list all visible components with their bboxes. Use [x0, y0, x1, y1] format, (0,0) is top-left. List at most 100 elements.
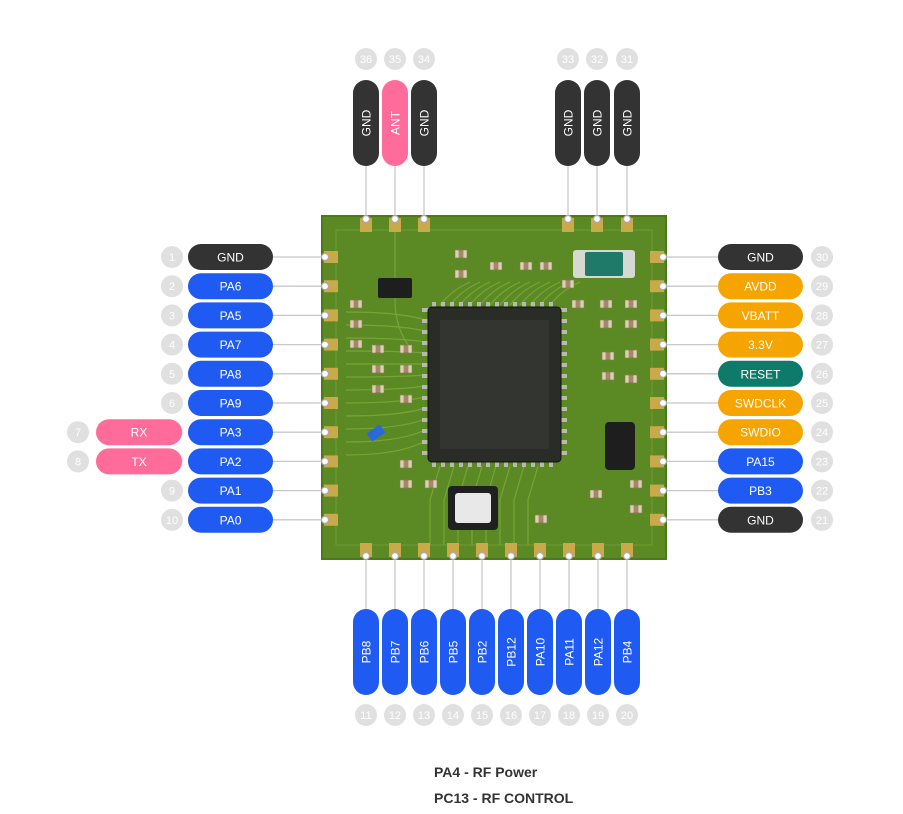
pin-25-number-badge	[811, 392, 833, 414]
pin-7-alt-number: 7	[75, 427, 81, 439]
pin-20-pill	[614, 609, 640, 695]
pin-9-number-badge	[161, 479, 183, 502]
pin-6-label: PA9	[220, 397, 242, 411]
pin-27-number-badge	[811, 333, 833, 356]
pin-1-number: 1	[169, 252, 175, 264]
pin-34: GND 34	[411, 48, 437, 224]
pin-28-number: 28	[816, 310, 828, 322]
pin-24-pill	[718, 419, 803, 446]
pin-27-pill	[718, 331, 803, 358]
pin-4: PA7 4	[161, 331, 330, 358]
pin-26-label: RESET	[740, 367, 781, 381]
pin-33: GND 33	[555, 48, 581, 224]
pin-18-number-badge	[558, 704, 580, 726]
pin-26: RESET 26	[658, 360, 833, 387]
pin-32-number-badge	[586, 48, 608, 70]
pin-36-number-badge	[355, 48, 377, 70]
pin-19-number: 19	[592, 710, 604, 722]
pin-34-number-badge	[413, 48, 435, 70]
pin-8-pill	[188, 448, 273, 475]
pin-13-number-badge	[413, 704, 435, 726]
pin-3-number-badge	[161, 304, 183, 327]
pin-36-label: GND	[360, 109, 374, 136]
pin-28-pill	[718, 302, 803, 329]
pin-33-label: GND	[562, 109, 576, 136]
pin-5-number: 5	[169, 369, 175, 381]
pin-7: PA37RX7	[67, 419, 330, 446]
pin-23-pill	[718, 448, 803, 475]
pin-6-number-badge	[161, 392, 183, 414]
pin-32-number: 32	[591, 54, 603, 66]
pin-31-number-badge	[616, 48, 638, 70]
pin-15-pill	[469, 609, 495, 695]
pin-17-pill	[527, 609, 553, 695]
pin-8-alt-pill	[96, 448, 182, 475]
pin-35-pill	[382, 80, 408, 166]
pin-25-label: SWDCLK	[735, 397, 786, 411]
pin-21-number-badge	[811, 508, 833, 531]
pin-9-pill	[188, 477, 273, 504]
pin-34-number: 34	[418, 54, 430, 66]
pin-12-label: PB7	[389, 640, 403, 663]
pin-33-pill	[555, 80, 581, 166]
pin-7-pill	[188, 419, 273, 446]
pin-11-label: PB8	[360, 640, 374, 663]
pin-33-number: 33	[562, 54, 574, 66]
pin-19: PA12 19	[585, 551, 611, 726]
pin-19-label: PA12	[592, 637, 606, 666]
pin-2-number-badge	[161, 275, 183, 298]
pin-22-label: PB3	[749, 484, 772, 498]
pin-4-label: PA7	[220, 338, 242, 352]
note-rf-power: PA4 - RF Power	[434, 764, 538, 780]
pin-10-number-badge	[161, 508, 183, 531]
pin-31-number: 31	[621, 54, 633, 66]
pin-7-alt-number-badge	[67, 421, 89, 444]
pin-12-number: 12	[389, 710, 401, 722]
pin-35-number: 35	[389, 54, 401, 66]
pin-36-pill	[353, 80, 379, 166]
pin-2-number: 2	[169, 281, 175, 293]
pin-1-pill	[188, 244, 273, 270]
pin-6-pill	[188, 390, 273, 416]
pin-8-label: PA2	[220, 455, 242, 469]
pin-26-number: 26	[816, 369, 828, 381]
pin-7-label: PA3	[220, 426, 242, 440]
pin-15-number-badge	[471, 704, 493, 726]
pin-7-alt-label: RX	[131, 426, 148, 440]
pin-4-number: 4	[169, 340, 175, 352]
pin-27-label: 3.3V	[748, 338, 773, 352]
pin-17-number: 17	[534, 710, 546, 722]
pin-3-pill	[188, 302, 273, 329]
pin-23-label: PA15	[746, 455, 775, 469]
pcb-traces	[345, 228, 581, 545]
pin-16-number: 16	[505, 710, 517, 722]
pin-2-pill	[188, 273, 273, 300]
pin-11-number: 11	[360, 710, 371, 722]
pin-19-number-badge	[587, 704, 609, 726]
pin-34-label: GND	[418, 109, 432, 136]
pin-5-number-badge	[161, 362, 183, 385]
pin-21-number: 21	[816, 515, 828, 527]
pin-1-number-badge	[161, 246, 183, 268]
pin-15-label: PB2	[476, 640, 490, 663]
pin-32-pill	[584, 80, 610, 166]
pin-7-alt-pill	[96, 419, 182, 446]
pin-8-alt-number: 8	[75, 456, 81, 468]
